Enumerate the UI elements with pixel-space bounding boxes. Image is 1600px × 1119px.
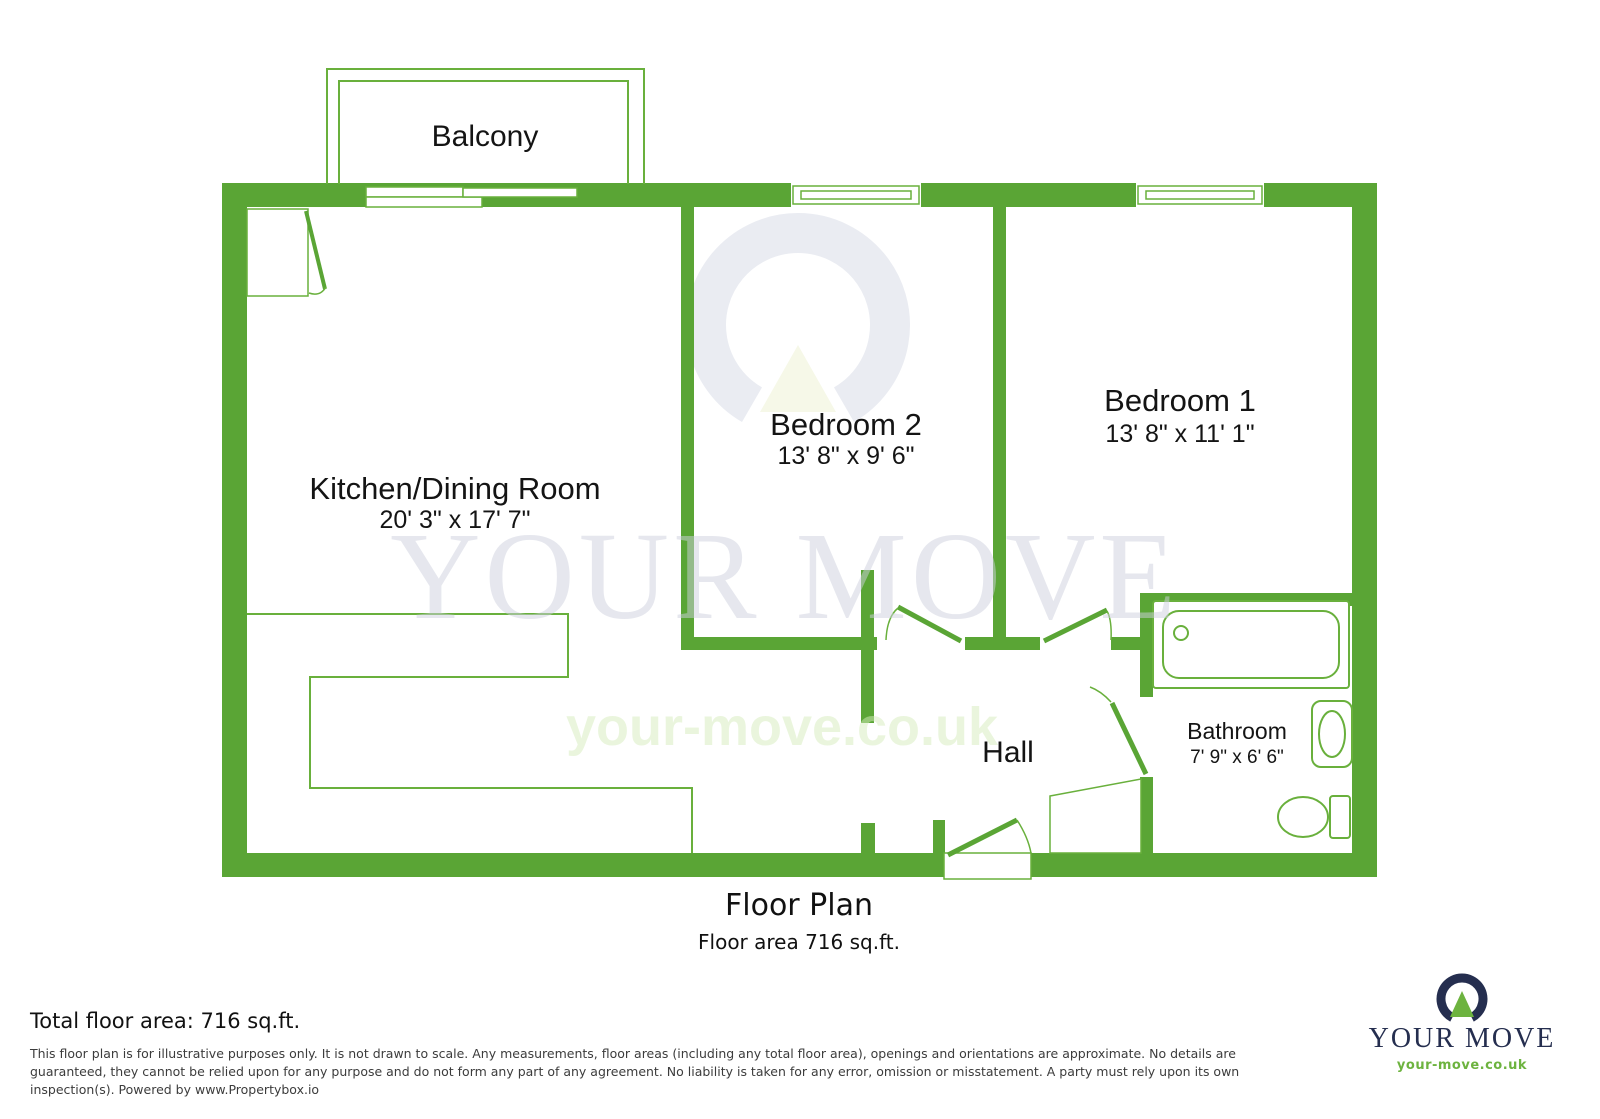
watermark-ring-icon xyxy=(686,213,910,422)
bedroom1-door xyxy=(1042,607,1112,644)
watermark-brand-text: YOUR MOVE xyxy=(390,508,1179,646)
logo-wordmark: YOUR MOVE xyxy=(1369,1023,1556,1054)
door-arc xyxy=(1089,686,1112,703)
bathtub-tap-icon xyxy=(1173,625,1189,641)
entrance-door xyxy=(943,817,1032,880)
disclaimer-line-3: inspection(s). Powered by www.Propertybo… xyxy=(30,1082,319,1097)
bedroom2-window xyxy=(791,182,921,209)
wall-right xyxy=(1352,183,1377,877)
bathroom-door xyxy=(1089,686,1149,776)
toilet-cistern xyxy=(1329,795,1351,839)
wall-bathroom-left-lower xyxy=(1140,777,1153,853)
bedroom2-door xyxy=(885,604,963,644)
total-floor-area: Total floor area: 716 sq.ft. xyxy=(29,1009,300,1033)
your-move-logo: YOUR MOVE your-move.co.uk xyxy=(1369,973,1556,1073)
hall-cupboard-outline xyxy=(1049,778,1142,854)
bedroom1-label: Bedroom 1 xyxy=(1104,383,1256,418)
patio-door-panel xyxy=(365,186,464,198)
watermark-url-text: your-move.co.uk xyxy=(566,697,999,757)
cupboard-door-leaf xyxy=(304,210,327,290)
bedroom1-dims: 13' 8" x 11' 1" xyxy=(1105,420,1254,448)
logo-triangle-icon xyxy=(1450,991,1474,1017)
door-arc xyxy=(1106,610,1112,641)
wall-bathroom-left-upper xyxy=(1140,593,1153,697)
sink-basin xyxy=(1318,710,1346,758)
door-arc xyxy=(1016,819,1032,854)
logo-url: your-move.co.uk xyxy=(1397,1058,1527,1073)
wall-kitchen-bedroom2 xyxy=(681,207,694,650)
disclaimer-line-2: guaranteed, they cannot be relied upon f… xyxy=(30,1064,1239,1079)
wall-entrance-jamb xyxy=(933,820,945,853)
bathroom-dims: 7' 9" x 6' 6" xyxy=(1190,747,1284,768)
wall-bedroom2-bottom xyxy=(681,637,877,650)
kitchen-counter-outline xyxy=(247,613,693,853)
patio-sliding-door xyxy=(365,186,578,208)
door-leaf xyxy=(946,817,1019,858)
wall-hall-jamb xyxy=(861,823,875,853)
sink xyxy=(1311,700,1353,768)
kitchen-dims: 20' 3" x 17' 7" xyxy=(379,506,530,534)
bedroom2-dims: 13' 8" x 9' 6" xyxy=(777,442,914,470)
balcony-inner-line xyxy=(338,80,629,184)
toilet-bowl xyxy=(1277,796,1329,838)
logo-ring-icon xyxy=(1436,973,1488,1022)
door-leaf xyxy=(1042,607,1109,644)
wall-bedroom1-bedroom2 xyxy=(993,207,1006,650)
door-arc xyxy=(885,607,899,641)
bathroom-label: Bathroom xyxy=(1187,718,1287,744)
bedroom1-window xyxy=(1136,182,1264,209)
kitchen-cupboard xyxy=(246,208,327,297)
wall-left xyxy=(222,183,247,877)
bathtub-inner xyxy=(1162,610,1340,679)
door-leaf xyxy=(896,604,963,644)
balcony-outer-line xyxy=(326,68,645,184)
watermark-logo-mark xyxy=(686,213,910,422)
balcony-label: Balcony xyxy=(432,120,539,153)
walls xyxy=(222,183,1377,877)
plan-subtitle: Floor area 716 sq.ft. xyxy=(698,930,900,954)
patio-door-panel xyxy=(462,187,578,198)
window-glass xyxy=(1145,190,1255,200)
balcony-outline xyxy=(326,68,645,184)
window-glass xyxy=(800,190,912,200)
cupboard-door-arc xyxy=(308,286,327,295)
toilet xyxy=(1277,795,1351,839)
cupboard-outline xyxy=(246,208,309,297)
door-leaf xyxy=(1109,701,1149,776)
disclaimer-line-1: This floor plan is for illustrative purp… xyxy=(29,1046,1236,1061)
plan-title: Floor Plan xyxy=(725,888,873,923)
entrance-threshold xyxy=(943,852,1032,880)
patio-door-panel xyxy=(365,196,483,208)
wall-hall-spur xyxy=(861,570,874,723)
bedroom2-label: Bedroom 2 xyxy=(770,407,922,442)
bathtub xyxy=(1152,600,1350,689)
watermark-triangle-icon xyxy=(760,345,836,412)
wall-bottom xyxy=(222,853,1377,877)
kitchen-label: Kitchen/Dining Room xyxy=(309,471,600,506)
hall-label: Hall xyxy=(982,736,1034,769)
